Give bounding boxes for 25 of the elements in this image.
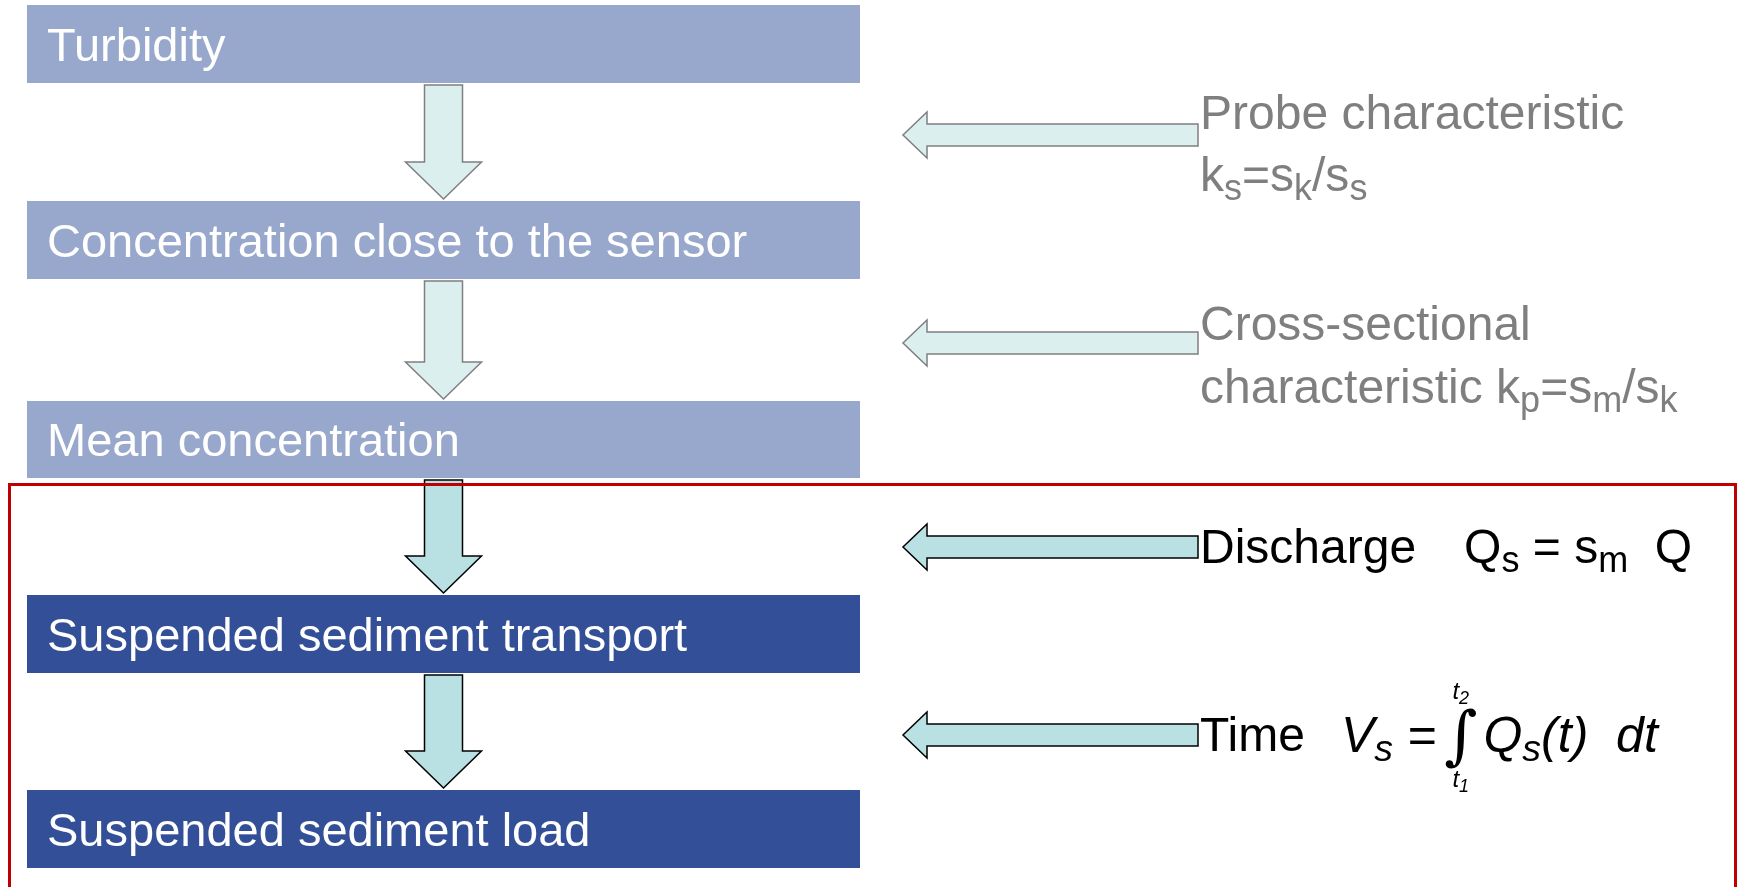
input-label: Discharge bbox=[1200, 519, 1417, 575]
block-arrow bbox=[901, 710, 1199, 760]
block-arrow bbox=[901, 110, 1199, 160]
block-arrow bbox=[403, 479, 484, 595]
block-arrow bbox=[901, 522, 1199, 572]
integral-limit: t$_{2}$ bbox=[1452, 679, 1470, 703]
integral-sign: ∫ bbox=[1444, 703, 1478, 767]
highlight-frame bbox=[8, 483, 1737, 887]
block-arrow bbox=[403, 280, 484, 401]
input-label: Time bbox=[1200, 707, 1305, 763]
process-box bbox=[27, 790, 860, 868]
step-label: Mean concentration bbox=[47, 416, 460, 463]
process-box bbox=[27, 201, 860, 279]
formula-text: V$_{s}$ = bbox=[1340, 705, 1437, 771]
formula-text: Q$_{s}$(t) dt bbox=[1483, 705, 1658, 771]
block-arrow bbox=[403, 674, 484, 790]
process-box bbox=[27, 595, 860, 673]
input-label: Cross-sectional characteristic k$_{p}$=s$_{m}$/s$_{k}$ bbox=[1200, 296, 1679, 418]
input-label: Probe characteristic k$_{s}$=s$_{k}$/s$_{s}$ bbox=[1200, 84, 1626, 207]
block-arrow bbox=[901, 318, 1199, 368]
formula-text: Q$_{s}$ = s$_{m}$ Q bbox=[1464, 519, 1693, 582]
block-arrow bbox=[403, 84, 484, 201]
process-box bbox=[27, 401, 860, 478]
process-box bbox=[27, 5, 860, 83]
step-label: Concentration close to the sensor bbox=[47, 216, 748, 264]
